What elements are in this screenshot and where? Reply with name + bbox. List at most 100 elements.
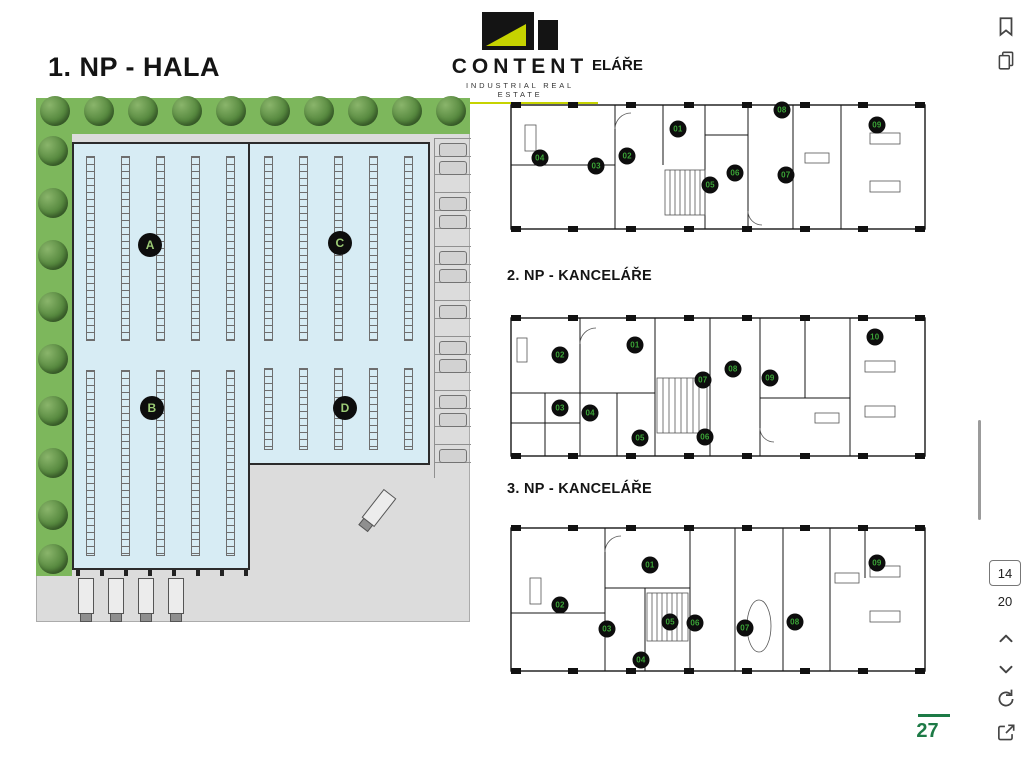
doc-page-accent-line	[918, 714, 950, 717]
rack-row	[191, 156, 200, 341]
grass-strip-left	[36, 98, 72, 576]
truck	[78, 578, 94, 622]
hall-divider-wall	[248, 142, 250, 355]
rack-row	[404, 156, 413, 341]
current-page-box[interactable]: 14	[989, 560, 1021, 586]
room-marker-04: 04	[581, 404, 599, 422]
room-marker-06: 06	[696, 428, 714, 446]
parked-car	[439, 251, 467, 265]
plan1-heading-fragment: ELÁŘE	[592, 57, 643, 74]
truck	[138, 578, 154, 622]
rack-row	[86, 156, 95, 341]
parked-car	[439, 143, 467, 157]
tree-icon	[38, 544, 68, 574]
logo-name: CONTENT	[451, 55, 589, 78]
room-marker-08: 08	[773, 101, 791, 119]
doc-page-number: 27	[916, 720, 939, 742]
parked-car	[439, 215, 467, 229]
rack-row	[226, 370, 235, 556]
content-logo-icon	[482, 12, 558, 50]
room-marker-05: 05	[631, 429, 649, 447]
rack-row	[191, 370, 200, 556]
rack-row	[121, 370, 130, 556]
room-marker-06: 06	[726, 164, 744, 182]
tree-icon	[38, 292, 68, 322]
chevron-up-icon[interactable]	[995, 628, 1017, 650]
tree-icon	[38, 136, 68, 166]
site-plan-hall: A C B D	[36, 96, 471, 622]
hall-zone-A: A	[138, 233, 163, 258]
room-marker-09: 09	[868, 554, 886, 572]
room-marker-03: 03	[598, 620, 616, 638]
tree-icon	[84, 96, 114, 126]
scrollbar-thumb[interactable]	[978, 420, 981, 520]
room-marker-01: 01	[641, 556, 659, 574]
export-icon[interactable]	[995, 722, 1017, 744]
room-marker-06: 06	[686, 614, 704, 632]
rack-row	[404, 368, 413, 450]
parked-car	[439, 161, 467, 175]
tree-icon	[38, 448, 68, 478]
rack-row	[299, 368, 308, 450]
parked-car	[439, 269, 467, 283]
bookmark-icon[interactable]	[995, 15, 1017, 37]
rack-row	[264, 156, 273, 341]
tree-icon	[38, 188, 68, 218]
tree-icon	[172, 96, 202, 126]
room-marker-04: 04	[632, 651, 650, 669]
tree-icon	[38, 240, 68, 270]
parked-car	[439, 197, 467, 211]
tree-icon	[260, 96, 290, 126]
chevron-down-icon[interactable]	[995, 658, 1017, 680]
room-marker-05: 05	[701, 176, 719, 194]
hall-zone-C: C	[327, 231, 352, 256]
total-pages-label: 20	[997, 594, 1013, 609]
plan3-heading: 3. NP - KANCELÁŘE	[507, 481, 653, 497]
plan2-heading: 2. NP - KANCELÁŘE	[507, 268, 653, 284]
content-logo: CONTENT INDUSTRIAL REAL ESTATE	[442, 8, 598, 104]
floor-plan-2-drawing	[510, 315, 926, 459]
refresh-icon[interactable]	[995, 688, 1017, 710]
parked-car	[439, 395, 467, 409]
rack-row	[264, 368, 273, 450]
floor-plan-3-drawing	[510, 525, 926, 674]
parked-car	[439, 449, 467, 463]
room-marker-05: 05	[661, 613, 679, 631]
rack-row	[369, 368, 378, 450]
tree-icon	[38, 344, 68, 374]
room-marker-08: 08	[724, 360, 742, 378]
floor-plan-1-drawing	[510, 102, 926, 232]
room-marker-07: 07	[736, 619, 754, 637]
rack-row	[86, 370, 95, 556]
tree-icon	[348, 96, 378, 126]
hall-zone-D: D	[333, 396, 357, 421]
tree-icon	[128, 96, 158, 126]
copy-pages-icon[interactable]	[995, 49, 1017, 71]
room-marker-02: 02	[551, 346, 569, 364]
parked-car	[439, 413, 467, 427]
room-marker-03: 03	[587, 157, 605, 175]
rack-row	[226, 156, 235, 341]
rack-row	[156, 370, 165, 556]
truck	[108, 578, 124, 622]
parked-car	[439, 341, 467, 355]
page-title: 1. NP - HALA	[48, 52, 221, 82]
tree-icon	[304, 96, 334, 126]
room-marker-02: 02	[551, 596, 569, 614]
tree-icon	[38, 396, 68, 426]
truck	[168, 578, 184, 622]
parked-car	[439, 305, 467, 319]
loading-docks	[76, 570, 248, 576]
tree-icon	[216, 96, 246, 126]
room-marker-02: 02	[618, 147, 636, 165]
hall-zone-B: B	[139, 396, 164, 421]
tree-icon	[392, 96, 422, 126]
rack-row	[369, 156, 378, 341]
tree-icon	[38, 500, 68, 530]
room-marker-03: 03	[551, 399, 569, 417]
room-marker-04: 04	[531, 149, 549, 167]
room-marker-10: 10	[866, 328, 884, 346]
